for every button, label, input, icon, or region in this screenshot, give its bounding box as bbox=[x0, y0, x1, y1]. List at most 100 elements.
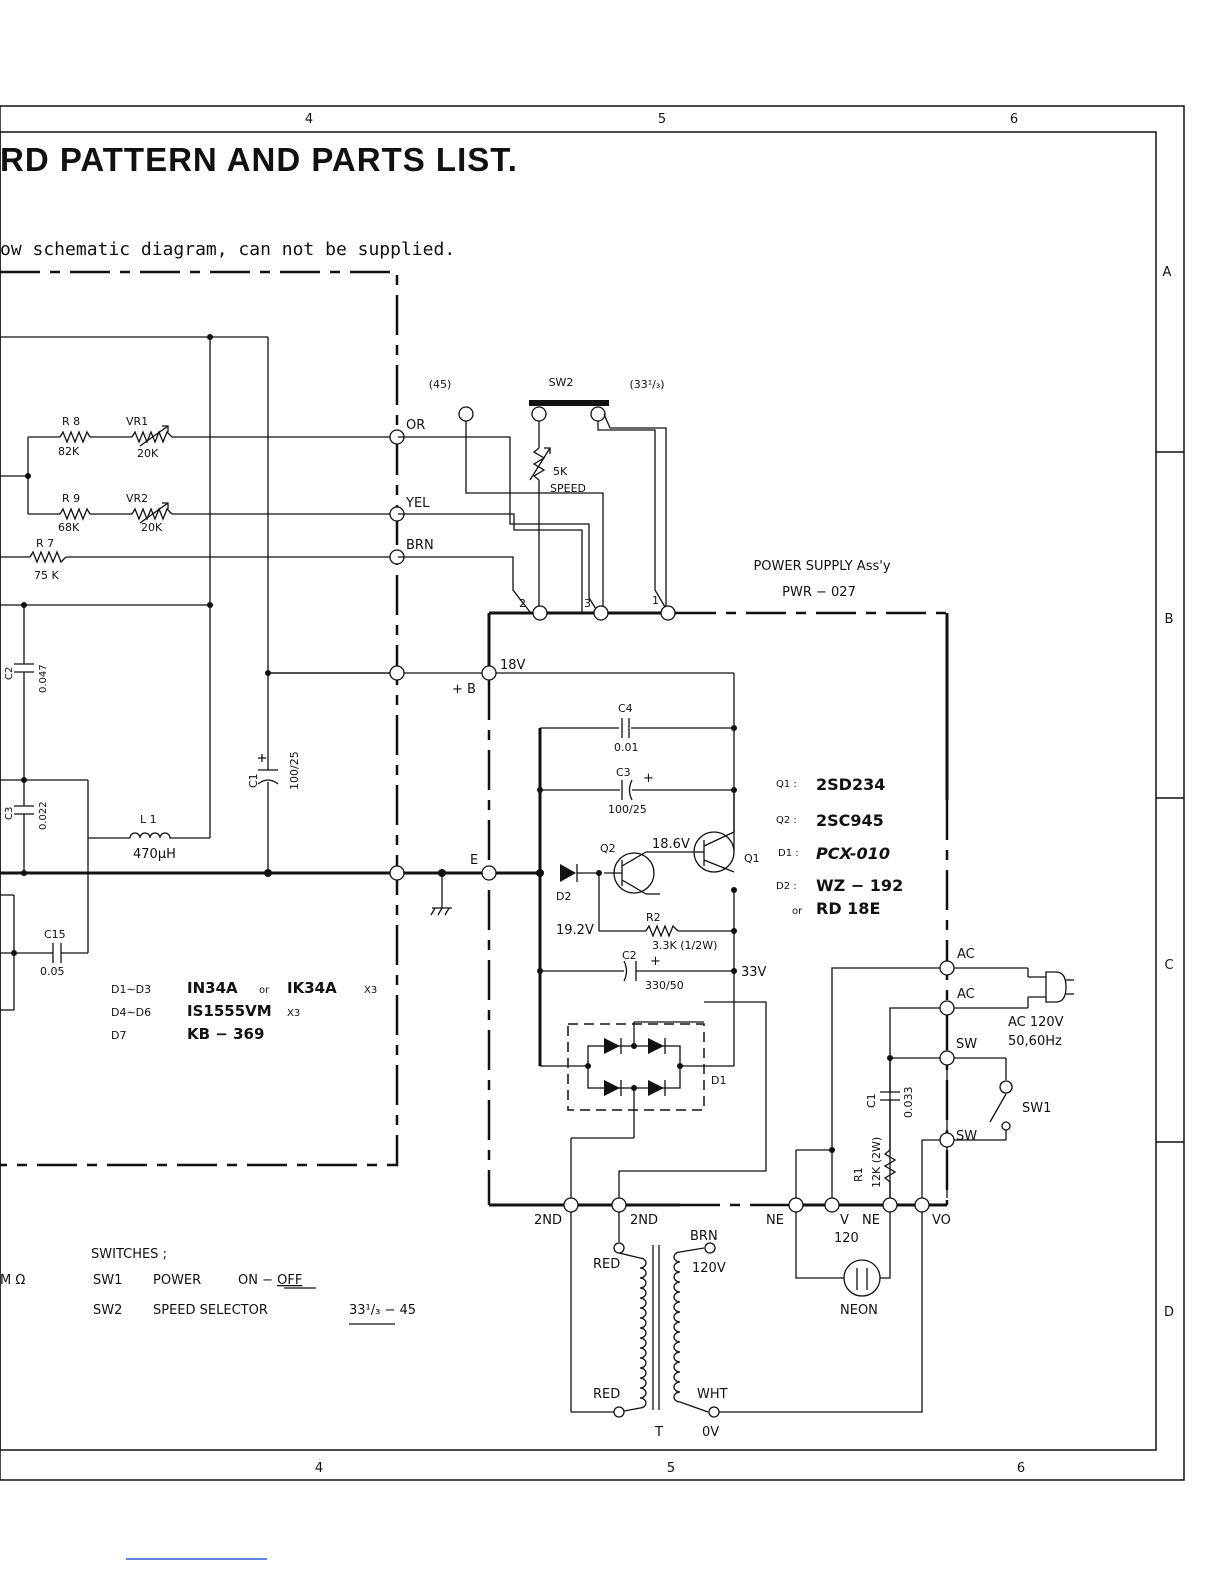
v-120-label: 120 bbox=[834, 1231, 859, 1246]
sw2-label: SW2 bbox=[549, 376, 574, 389]
ac-terminal-2-label: AC bbox=[957, 987, 975, 1002]
transformer-wht: WHT bbox=[697, 1387, 728, 1402]
c4-value: 0.01 bbox=[614, 741, 639, 754]
c3-supply-label: C3 bbox=[616, 766, 631, 779]
diode-qty-2: X3 bbox=[287, 1008, 300, 1019]
semi-d1-ref: D1 : bbox=[778, 848, 799, 859]
capacitor-c3-left bbox=[14, 805, 34, 815]
r1-value: 12K (2W) bbox=[870, 1137, 883, 1188]
terminal-e-supply bbox=[481, 865, 497, 881]
switches-table: SWITCHES ; SW1 POWER ON − OFF SW2 SPEED … bbox=[91, 1247, 416, 1325]
c15-value: 0.05 bbox=[40, 965, 65, 978]
diode-part-in34a: IN34A bbox=[187, 979, 238, 997]
transformer-wht-voltage: 0V bbox=[702, 1425, 719, 1440]
sw2-ref: SW2 bbox=[93, 1303, 122, 1318]
ac-side-wiring bbox=[795, 967, 1074, 1198]
sw2-positions: 33¹/₃ − 45 bbox=[349, 1303, 416, 1318]
transistor-q2 bbox=[604, 851, 696, 895]
c3-plus: + bbox=[643, 771, 654, 786]
semi-q1-ref: Q1 : bbox=[776, 779, 797, 790]
r9-label: R 9 bbox=[62, 492, 80, 505]
sw1-positions: ON − OFF bbox=[238, 1273, 302, 1288]
variable-resistor-vr2 bbox=[131, 502, 173, 524]
speed-pot-value: 5K bbox=[553, 465, 568, 478]
left-board-wiring bbox=[0, 336, 398, 1011]
diode-ref-d7: D7 bbox=[111, 1029, 126, 1042]
wire-e-label: E bbox=[470, 853, 478, 868]
c1-ac-value: 0.033 bbox=[902, 1087, 915, 1119]
transformer-red-top: RED bbox=[593, 1257, 620, 1272]
c2-supply-label: C2 bbox=[622, 949, 637, 962]
c3-left-label: C3 bbox=[4, 807, 15, 820]
diode-part-ik34a: IK34A bbox=[287, 979, 337, 997]
v-terminal: V bbox=[840, 1213, 849, 1228]
semi-q1-part: 2SD234 bbox=[816, 775, 885, 794]
vr1-label: VR1 bbox=[126, 415, 148, 428]
speed-switch-sw2 bbox=[398, 400, 669, 614]
sw-terminal-a-label: SW bbox=[956, 1037, 977, 1052]
supply-input-terminals bbox=[532, 605, 676, 621]
terminal-1 bbox=[660, 605, 676, 621]
c3-supply-value: 100/25 bbox=[608, 803, 647, 816]
q2-label: Q2 bbox=[600, 842, 616, 855]
left-fragment-megohm: M Ω bbox=[0, 1273, 25, 1288]
sw2-name: SPEED SELECTOR bbox=[153, 1303, 268, 1318]
switches-heading: SWITCHES ; bbox=[91, 1247, 167, 1262]
r9-value: 68K bbox=[58, 521, 80, 534]
ne-terminal-2: NE bbox=[862, 1213, 880, 1228]
sw1-label: SW1 bbox=[1022, 1101, 1051, 1116]
terminal-2-label: 2 bbox=[519, 597, 526, 610]
vr2-value: 20K bbox=[141, 521, 163, 534]
wire-or-label: OR bbox=[406, 418, 425, 433]
resistor-r9 bbox=[59, 507, 91, 521]
ac-rating: AC 120V bbox=[1008, 1015, 1064, 1030]
c2-supply-value: 330/50 bbox=[645, 979, 684, 992]
r1-label: R1 bbox=[852, 1167, 865, 1182]
d2-label: D2 bbox=[556, 890, 571, 903]
grid-row-c: C bbox=[1164, 958, 1173, 973]
l1-value: 470μH bbox=[133, 847, 176, 862]
neon-lamp bbox=[795, 1212, 891, 1297]
c15-label: C15 bbox=[44, 928, 66, 941]
transformer-brn: BRN bbox=[690, 1229, 718, 1244]
c4-label: C4 bbox=[618, 702, 633, 715]
ac-terminals bbox=[829, 960, 955, 1153]
semi-q2-part: 2SC945 bbox=[816, 811, 884, 830]
wire-plus-b-label: + B bbox=[452, 682, 476, 697]
rail-18v-label: 18V bbox=[500, 658, 526, 673]
variable-resistor-vr1 bbox=[131, 425, 173, 447]
terminal-plus-b bbox=[389, 665, 405, 681]
wire-brn-label: BRN bbox=[406, 538, 434, 553]
d1-label: D1 bbox=[711, 1074, 726, 1087]
c2-plus: + bbox=[650, 954, 661, 969]
sw2-pos-33: (33¹/₃) bbox=[629, 378, 664, 391]
semiconductor-list: Q1 : 2SD234 Q2 : 2SC945 D1 : PCX-010 D2 … bbox=[776, 775, 903, 918]
semi-d1-part: PCX-010 bbox=[816, 844, 890, 863]
grid-row-d: D bbox=[1164, 1305, 1174, 1320]
grid-col-top-4: 4 bbox=[305, 112, 313, 127]
page-note: ow schematic diagram, can not be supplie… bbox=[0, 239, 455, 260]
grid-col-top-6: 6 bbox=[1010, 112, 1018, 127]
terminal-3 bbox=[593, 605, 609, 621]
left-board-outline bbox=[0, 270, 399, 1167]
resistor-r8 bbox=[59, 430, 91, 444]
grid-col-bottom-6: 6 bbox=[1017, 1461, 1025, 1476]
ac-frequency: 50,60Hz bbox=[1008, 1034, 1062, 1049]
voltage-19-2v: 19.2V bbox=[556, 923, 594, 938]
grid-col-bottom-4: 4 bbox=[315, 1461, 323, 1476]
grid-col-bottom-5: 5 bbox=[667, 1461, 675, 1476]
wire-rectifier-to-2nd bbox=[618, 1001, 767, 1198]
diode-part-kb369: KB − 369 bbox=[187, 1025, 264, 1043]
c1-ac-label: C1 bbox=[865, 1093, 878, 1108]
r8-value: 82K bbox=[58, 445, 80, 458]
q1-label: Q1 bbox=[744, 852, 760, 865]
r8-label: R 8 bbox=[62, 415, 80, 428]
ground-symbol bbox=[430, 869, 452, 916]
voltage-18-6v: 18.6V bbox=[652, 837, 690, 852]
c1-left-label: C1 bbox=[247, 773, 260, 788]
power-supply-title: POWER SUPPLY Ass'y bbox=[753, 559, 890, 574]
resistor-r1 bbox=[883, 1149, 897, 1198]
transformer-ref: T bbox=[654, 1425, 663, 1440]
resistor-r2 bbox=[645, 924, 679, 938]
